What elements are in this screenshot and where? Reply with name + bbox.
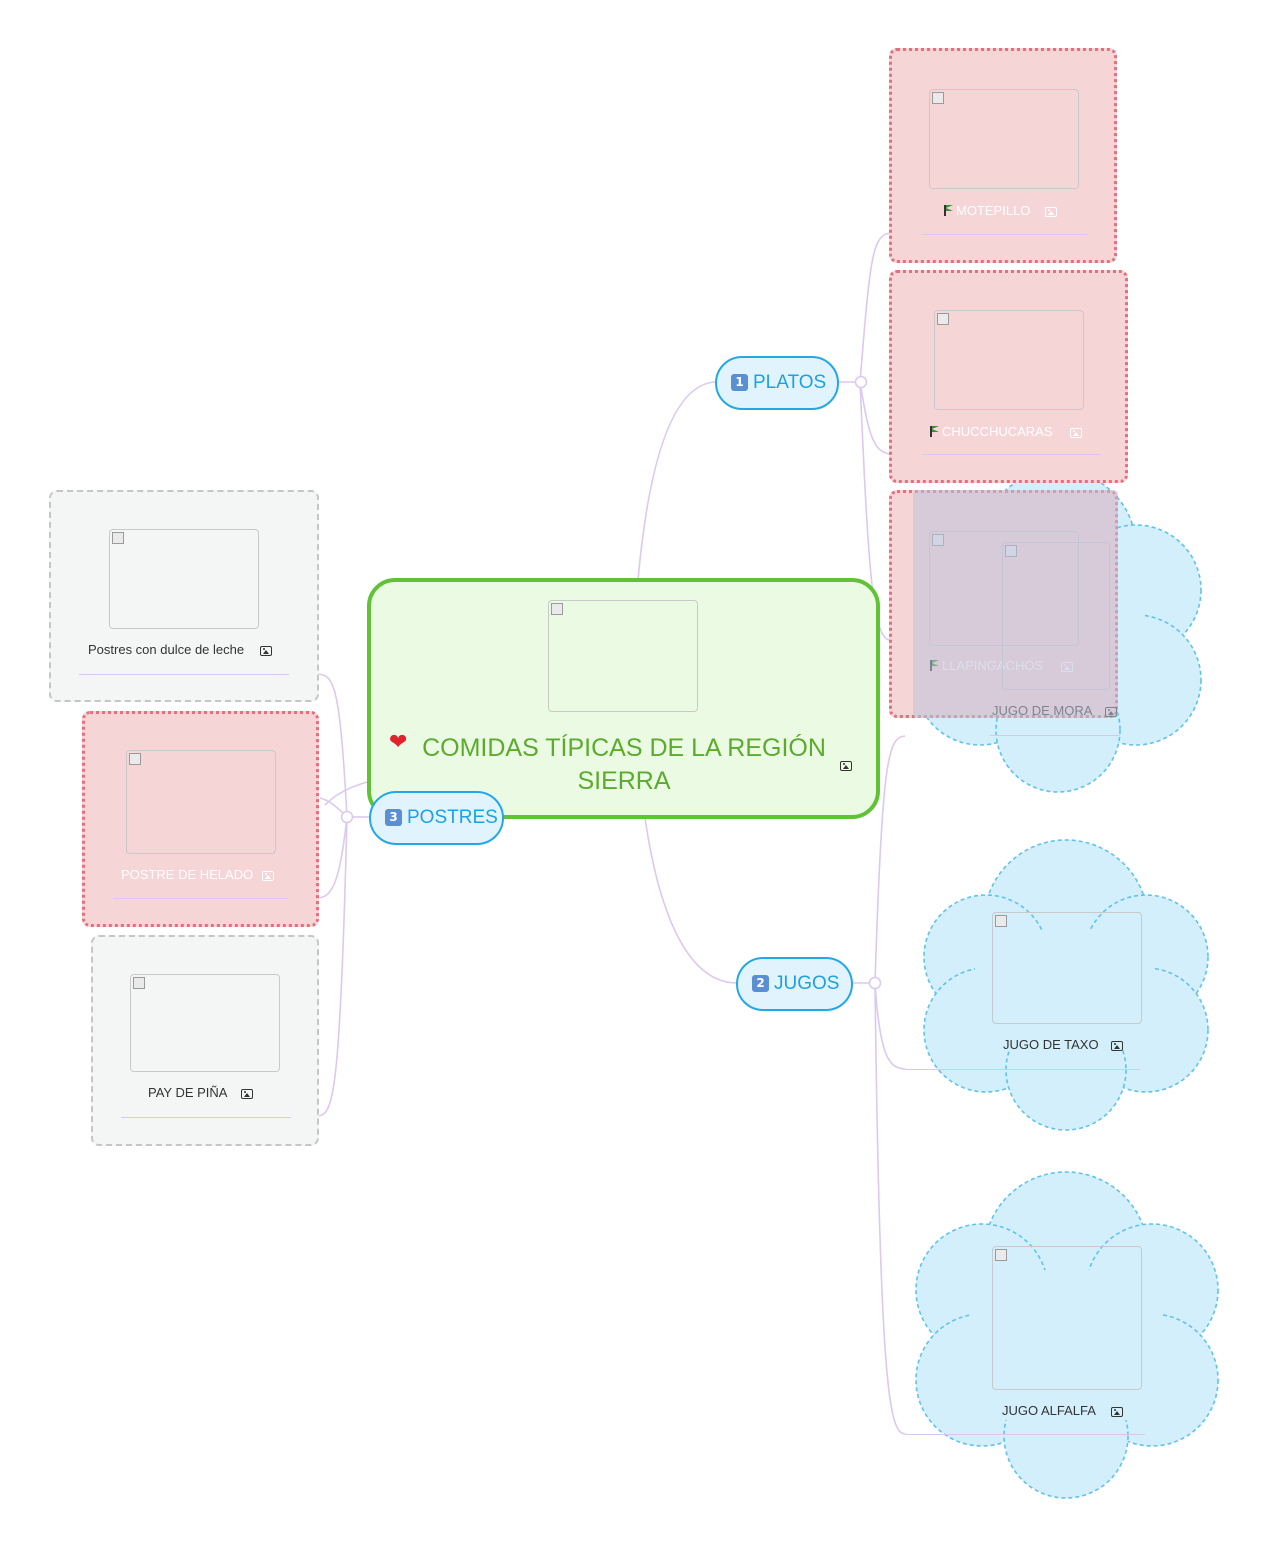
link-postres-helado [317,816,348,899]
motepillo-label: MOTEPILLO [956,203,1031,218]
image-icon [1111,1041,1123,1051]
jugo-de-mora-image [1002,542,1110,690]
node-jugo-de-mora[interactable]: JUGO DE MORA [990,540,1125,740]
divider [905,1069,1140,1070]
link-postres-pay [317,816,348,1117]
number-badge-3: 3 [385,809,402,826]
jugos-collapse-knob [868,976,882,990]
number-badge-1: 1 [731,374,748,391]
pay-de-pina-label: PAY DE PIÑA [148,1085,228,1100]
cloud-jugo-alfalfa [915,1171,1219,1499]
node-jugo-alfalfa[interactable]: JUGO ALFALFA [905,1244,1150,1439]
cloud-jugo-de-taxo [923,839,1209,1131]
divider [905,1434,1145,1435]
link-jugos-taxo [874,982,906,1070]
jugo-de-taxo-label: JUGO DE TAXO [1003,1037,1099,1052]
platos-collapse-knob [854,375,868,389]
image-icon [241,1089,253,1099]
postre-de-helado-image [126,750,276,854]
link-jugos-mora [874,735,906,984]
link-jugos-alfalfa [874,982,906,1435]
node-chucchucaras[interactable]: CHUCCHUCARAS [889,270,1128,483]
divider [113,898,288,899]
branch-postres-label: POSTRES [407,807,498,828]
postres-dulce-de-leche-label: Postres con dulce de leche [88,642,245,657]
divider [922,454,1100,455]
node-postre-de-helado[interactable]: POSTRE DE HELADO [82,711,319,927]
image-icon [1105,707,1117,717]
postre-de-helado-label: POSTRE DE HELADO [121,867,254,882]
number-badge-2: 2 [752,975,769,992]
image-icon [1070,428,1082,438]
link-central-platos [637,381,716,581]
link-platos-motepillo [859,232,891,383]
node-pay-de-pina[interactable]: PAY DE PIÑA [91,935,319,1146]
image-icon [1045,207,1057,217]
jugo-alfalfa-label: JUGO ALFALFA [1002,1403,1096,1418]
chucchucaras-label: CHUCCHUCARAS [942,424,1053,439]
jugo-alfalfa-image [992,1246,1142,1390]
flag-icon [930,426,939,437]
divider [922,234,1087,235]
branch-platos[interactable]: 1 PLATOS [715,356,839,410]
chucchucaras-image [934,310,1084,410]
heart-icon: ❤ [389,730,408,755]
jugo-de-mora-label: JUGO DE MORA [992,703,1093,718]
branch-jugos[interactable]: 2 JUGOS [736,957,853,1011]
postres-dulce-de-leche-image [109,529,259,629]
branch-platos-label: PLATOS [753,372,827,393]
central-topic-image [548,600,698,712]
image-icon [1111,1407,1123,1417]
node-postres-dulce-de-leche[interactable]: Postres con dulce de leche [49,490,319,702]
divider [121,1117,291,1118]
branch-postres[interactable]: 3 POSTRES [369,791,504,845]
link-platos-llapingachos [859,381,891,641]
branch-jugos-label: JUGOS [774,973,840,994]
link-central-postres [324,781,368,806]
node-motepillo[interactable]: MOTEPILLO [889,48,1117,263]
central-topic[interactable]: ❤ COMIDAS TÍPICAS DE LA REGIÓN SIERRA [367,578,880,819]
link-central-jugos [644,817,738,984]
image-icon [262,871,274,881]
link-postres-dulce [317,673,348,818]
motepillo-image [929,89,1079,189]
divider [79,674,289,675]
jugo-de-taxo-image [992,912,1142,1024]
pay-de-pina-image [130,974,280,1072]
image-icon [260,646,272,656]
link-platos-chucchucaras [859,381,891,455]
node-jugo-de-taxo[interactable]: JUGO DE TAXO [905,910,1150,1070]
divider [990,735,1120,736]
motepillo-label-row: MOTEPILLO [944,203,1030,219]
flag-icon [930,660,939,671]
postres-collapse-knob [340,810,354,824]
flag-icon [944,205,953,216]
central-topic-title: COMIDAS TÍPICAS DE LA REGIÓN SIERRA [422,734,826,795]
chucchucaras-label-row: CHUCCHUCARAS [930,424,1053,440]
image-icon [840,761,852,771]
